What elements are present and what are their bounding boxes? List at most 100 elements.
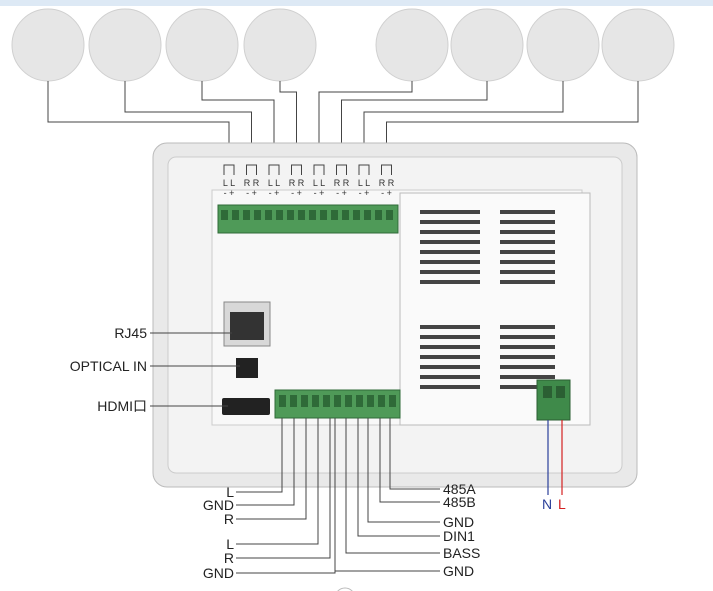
terminal-channel-label: L L: [313, 178, 325, 188]
pin-label-left: GND: [203, 497, 234, 513]
power-screw-l: [556, 386, 565, 398]
speakers: [11, 8, 675, 82]
terminal-screw: [353, 210, 360, 220]
vent-slot: [420, 385, 480, 389]
vent-slot: [500, 250, 555, 254]
terminal-screw: [254, 210, 261, 220]
terminal-screw: [320, 210, 327, 220]
terminal-screw: [386, 210, 393, 220]
pin-label-right: 485B: [443, 494, 476, 510]
optical-port: [236, 358, 258, 378]
terminal-screw: [389, 395, 396, 407]
terminal-screw: [301, 395, 308, 407]
terminal-channel-label: R R: [244, 178, 260, 188]
speaker-4: [243, 8, 317, 82]
terminal-screw: [298, 210, 305, 220]
speaker-wire-2: [124, 81, 252, 165]
terminal-screw: [232, 210, 239, 220]
bracket: [291, 164, 302, 175]
bracket: [268, 164, 280, 175]
vent-slot: [500, 220, 555, 224]
vent-slot: [500, 280, 555, 284]
rj45-label: RJ45: [114, 325, 147, 341]
terminal-channel-label: R R: [289, 178, 305, 188]
terminal-channel-label: R R: [334, 178, 350, 188]
speaker-wire-4: [279, 81, 297, 165]
vent-slot: [420, 365, 480, 369]
bracket: [336, 164, 347, 175]
pin-label-right: GND: [443, 563, 474, 579]
pin-label-left: L: [226, 484, 234, 500]
terminal-screw: [367, 395, 374, 407]
vent-slot: [420, 375, 480, 379]
wire-left-0: [236, 418, 283, 493]
pin-label-left: L: [226, 536, 234, 552]
wire-left-3: [236, 418, 319, 545]
vent-slot: [420, 280, 480, 284]
terminal-screw: [221, 210, 228, 220]
vent-slot: [500, 365, 555, 369]
vent-slot: [420, 220, 480, 224]
terminal-screw: [331, 210, 338, 220]
pin-label-left: GND: [203, 565, 234, 581]
vent-slot: [500, 210, 555, 214]
bottom-terminal-block: [274, 389, 401, 419]
vent-slots: [420, 210, 555, 389]
speaker-2: [88, 8, 162, 82]
vent-slot: [500, 230, 555, 234]
optical-label: OPTICAL IN: [70, 358, 147, 374]
terminal-screw: [265, 210, 272, 220]
terminal-channel-label: L L: [358, 178, 370, 188]
wire-right-1: [379, 418, 440, 503]
terminal-channel-label: R R: [379, 178, 395, 188]
power-terminal: [536, 379, 571, 421]
neutral-label: N: [542, 496, 552, 512]
vent-slot: [500, 345, 555, 349]
terminal-screw: [243, 210, 250, 220]
vent-slot: [420, 230, 480, 234]
vent-slot: [500, 325, 555, 329]
hdmi-port: [222, 398, 270, 415]
vent-slot: [420, 250, 480, 254]
speaker-wire-3: [201, 81, 275, 165]
vent-slot: [420, 355, 480, 359]
wire-left-4: [236, 418, 331, 559]
terminal-polarity-label: - +: [291, 188, 302, 198]
pin-label-right: GND: [443, 514, 474, 530]
terminal-screw: [276, 210, 283, 220]
pin-label-left: R: [224, 550, 234, 566]
top-terminal-block: L L- +R R- +L L- +R R- +L L- +R R- +L L-…: [217, 164, 399, 234]
bracket: [223, 164, 235, 175]
terminal-polarity-label: - +: [314, 188, 325, 198]
speaker-7: [526, 8, 600, 82]
vent-slot: [420, 260, 480, 264]
terminal-screw: [345, 395, 352, 407]
page-indicator: [337, 587, 353, 591]
wire-right-4: [345, 418, 440, 554]
wire-right-5: [334, 418, 440, 572]
vent-slot: [420, 335, 480, 339]
speaker-1: [11, 8, 85, 82]
vent-slot: [500, 375, 555, 379]
speaker-8: [601, 8, 675, 82]
terminal-screw: [375, 210, 382, 220]
bottom-wires: [236, 418, 440, 574]
speaker-wire-6: [341, 81, 488, 165]
terminal-channel-label: L L: [223, 178, 235, 188]
speaker-3: [165, 8, 239, 82]
terminal-screw: [378, 395, 385, 407]
vent-slot: [500, 335, 555, 339]
vent-slot: [500, 240, 555, 244]
terminal-screw: [312, 395, 319, 407]
terminal-polarity-label: - +: [269, 188, 280, 198]
terminal-polarity-label: - +: [224, 188, 235, 198]
terminal-polarity-label: - +: [381, 188, 392, 198]
vent-slot: [500, 270, 555, 274]
wire-right-3: [357, 418, 440, 537]
pin-label-right: 485A: [443, 481, 476, 497]
terminal-screw: [290, 395, 297, 407]
bracket: [358, 164, 370, 175]
wire-right-0: [389, 418, 440, 490]
vent-slot: [420, 325, 480, 329]
